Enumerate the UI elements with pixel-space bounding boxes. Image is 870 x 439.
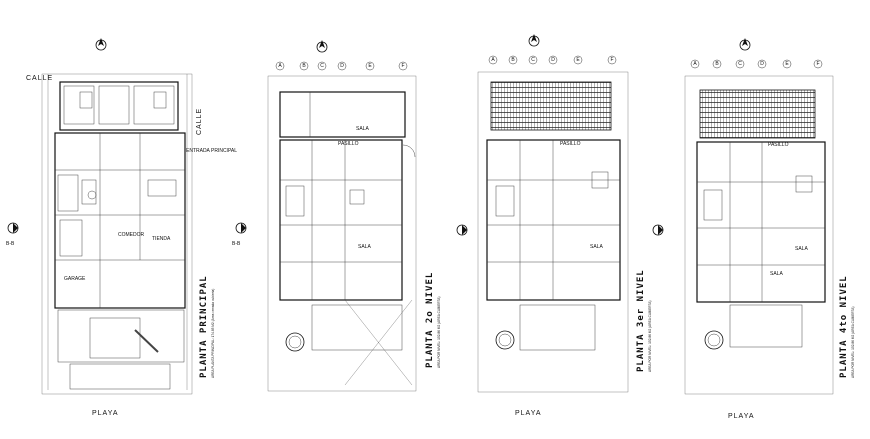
grid-letter: B (302, 63, 306, 69)
beach-label: PLAYA (728, 413, 755, 420)
section-marker-icon (235, 222, 247, 234)
plan-subtitle: AREA POR NIVEL: 152.86 M2 (AREA CUBIERTA… (851, 307, 855, 378)
room-label: ENTRADA PRINCIPAL (186, 148, 237, 154)
grid-letter: D (340, 63, 344, 69)
north-arrow-icon (739, 38, 751, 51)
grid-axis-bubbles (690, 59, 823, 69)
room-label: SALA (795, 246, 808, 252)
grid-letter: F (610, 57, 613, 63)
section-marker-icon (456, 224, 468, 236)
plan-title: PLANTA 3er NIVEL (636, 269, 646, 372)
room-label: SALA (770, 271, 783, 277)
plan-title: PLANTA 2o NIVEL (425, 272, 435, 368)
grid-letter: A (278, 63, 282, 69)
north-arrow-icon (95, 38, 107, 51)
grid-letter: F (816, 61, 819, 67)
grid-letter: E (368, 63, 372, 69)
room-label: GARAGE (64, 276, 86, 282)
beach-label: PLAYA (92, 410, 119, 417)
grid-letter: D (551, 57, 555, 63)
north-arrow-icon (528, 34, 540, 47)
plan-4to-nivel: A B C D E F SALA PASILLO SALA PLANTA 4to… (652, 38, 855, 420)
plan-title: PLANTA 4to NIVEL (839, 275, 849, 378)
beach-label: PLAYA (515, 410, 542, 417)
plan-3er-nivel: A B C D E F SALA PASILLO PLANTA 3er NIVE… (456, 34, 652, 417)
room-label: SALA (590, 244, 603, 250)
grid-letter: C (531, 57, 535, 63)
grid-axis-markers (47, 74, 188, 390)
room-label: SALA (356, 126, 369, 132)
room-label: COMEDOR (118, 232, 145, 238)
grid-letter: A (491, 57, 495, 63)
street-label-side: CALLE (196, 108, 203, 135)
plan-subtitle: AREA POR NIVEL: 152.86 M2 (AREA CUBIERTA… (648, 301, 652, 372)
grid-letter: D (760, 61, 764, 67)
plan-2o-nivel: A B C D E F SALA PASILLO SALA PLANTA 2o … (232, 40, 441, 392)
grid-letter: C (320, 63, 324, 69)
plan-principal: GARAGE TIENDA COMEDOR ENTRADA PRINCIPAL … (6, 38, 237, 417)
grid-letter: F (401, 63, 404, 69)
grid-letter: C (738, 61, 742, 67)
section-label: B-B (232, 241, 241, 247)
room-label: PASILLO (768, 142, 789, 148)
section-marker-icon (652, 224, 664, 236)
room-label: PASILLO (560, 141, 581, 147)
grid-axis-bubbles (275, 61, 408, 71)
section-marker-icon (7, 222, 19, 234)
grid-letter: A (693, 61, 697, 67)
grid-letter: B (715, 61, 719, 67)
room-label: PASILLO (338, 141, 359, 147)
grid-letter: E (785, 61, 789, 67)
grid-letter: B (511, 57, 515, 63)
room-label: TIENDA (152, 236, 171, 242)
room-label: SALA (358, 244, 371, 250)
grid-axis-bubbles (488, 55, 617, 65)
north-arrow-icon (316, 40, 328, 53)
plan-subtitle: AREA POR NIVEL: 152.86 M2 (AREA CUBIERTA… (437, 297, 441, 368)
plan-subtitle: AREA PLANTA PRINCIPAL: 174.83 M2 (Area c… (211, 289, 215, 378)
plan-title: PLANTA PRINCIPAL (199, 275, 209, 378)
section-label: B-B (6, 241, 15, 247)
grid-letter: E (576, 57, 580, 63)
street-label-top: CALLE (26, 75, 53, 82)
